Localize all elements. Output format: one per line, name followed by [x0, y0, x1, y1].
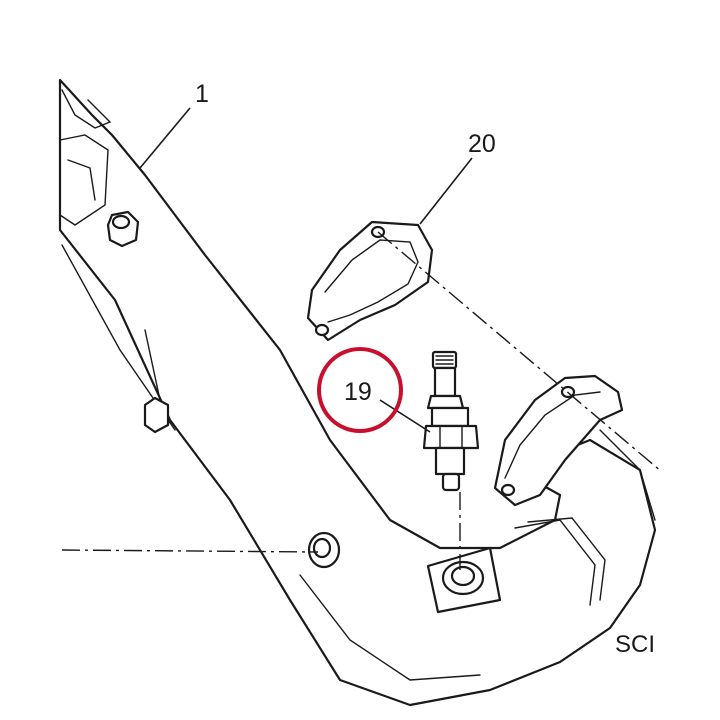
lambda-sensor: [422, 350, 480, 492]
callout-19: 19: [344, 378, 372, 406]
gasket: [306, 220, 434, 342]
leader-line-20: [419, 157, 473, 225]
drawing-code: SCI: [615, 631, 655, 658]
leader-line-19: [379, 399, 431, 433]
callout-1: 1: [195, 80, 209, 108]
exhaust-pipe: [58, 78, 657, 707]
assembly-axes: [61, 231, 663, 570]
callout-20: 20: [468, 130, 496, 158]
leader-line-1: [139, 107, 191, 169]
highlight-circle: [317, 347, 403, 433]
